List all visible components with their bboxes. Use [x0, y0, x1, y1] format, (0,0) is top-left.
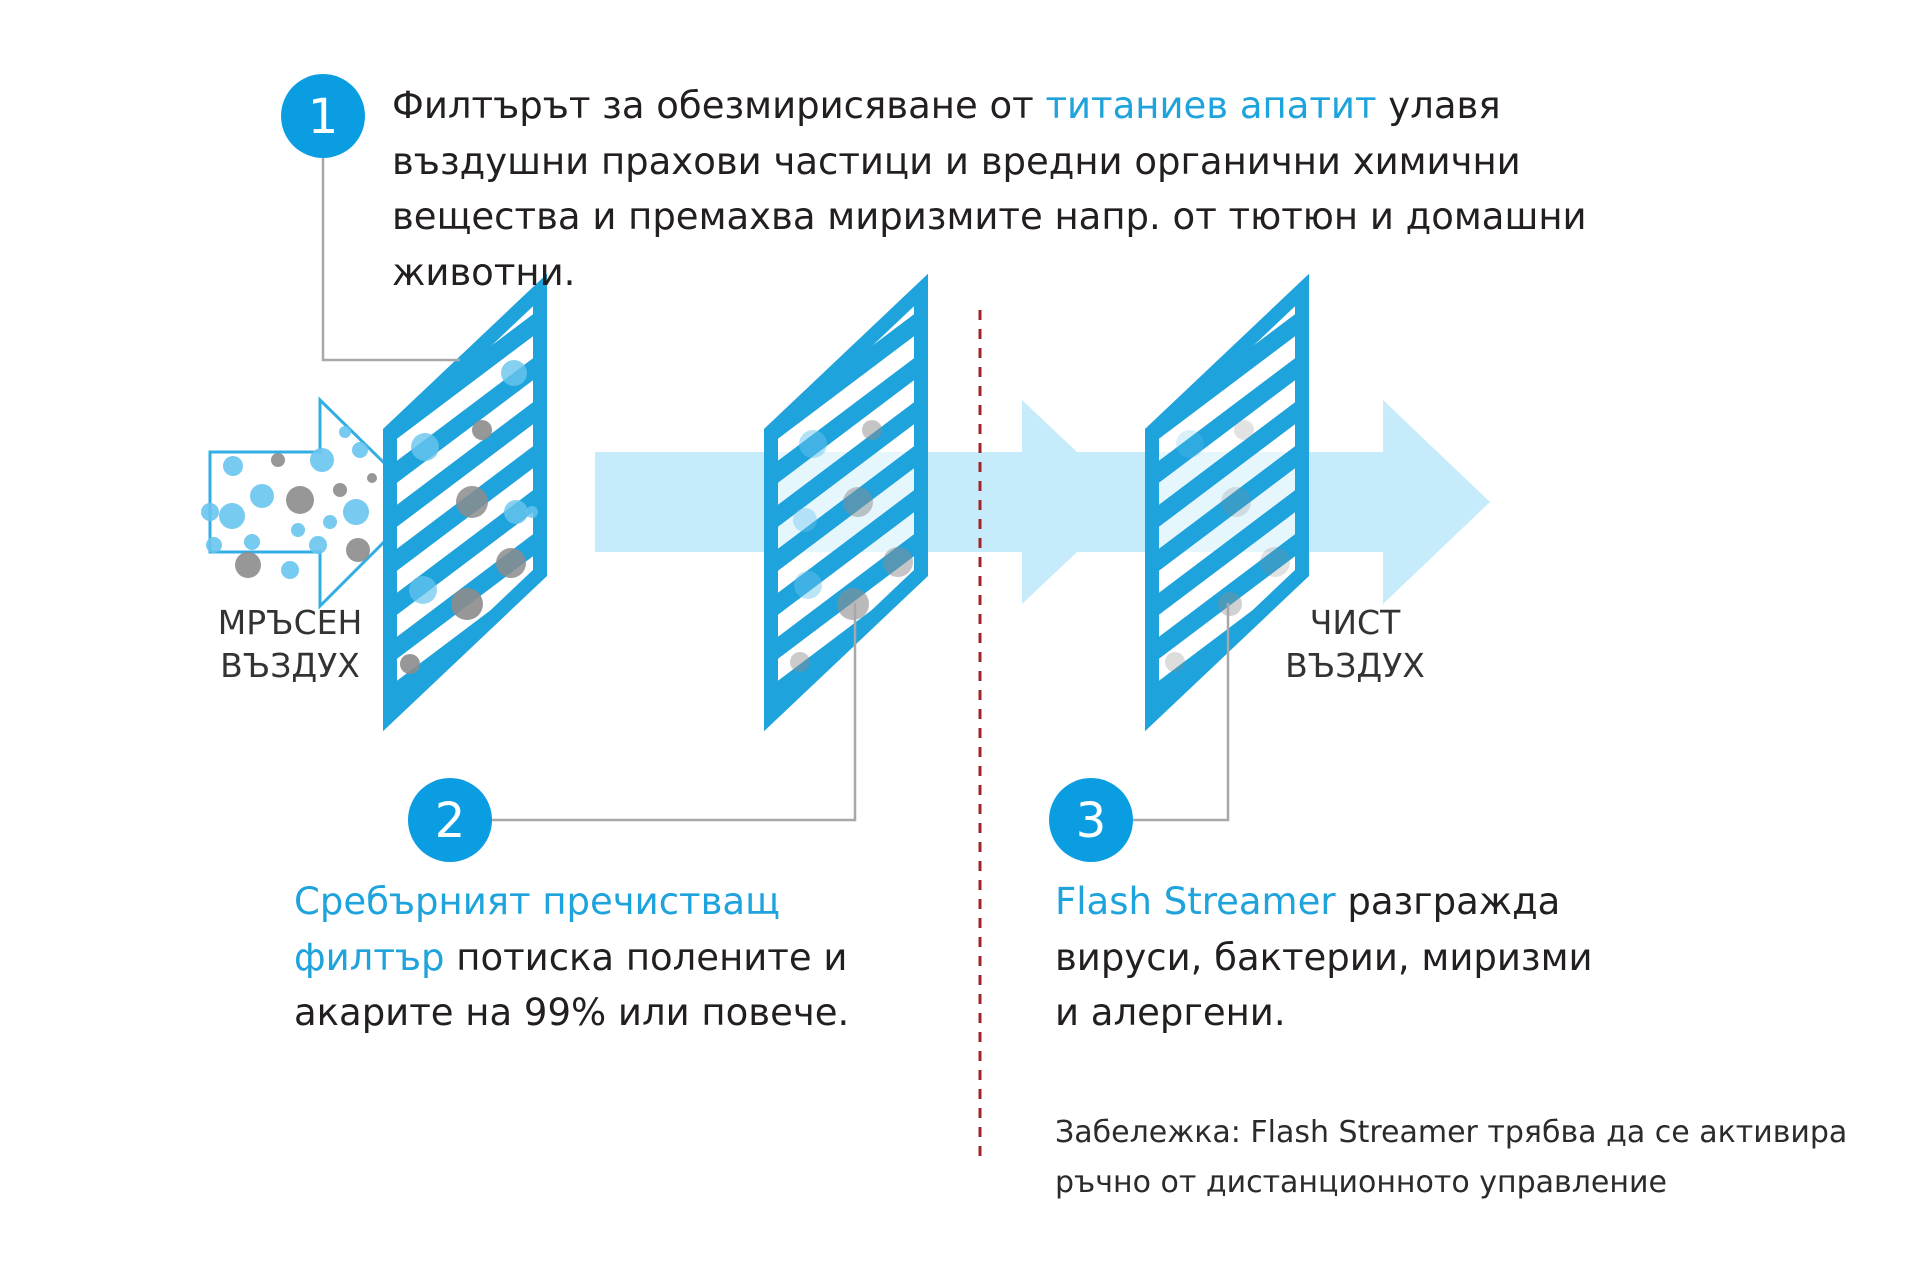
filter-particle [501, 360, 527, 386]
filter-particle [456, 486, 488, 518]
dirty-particle [244, 534, 260, 550]
dirty-particle [291, 523, 305, 537]
dirty-particle [281, 561, 299, 579]
step-2-highlight: Сребърният пречистващ филтър [294, 880, 780, 979]
filter-particle [496, 548, 526, 578]
filter-particle [843, 487, 873, 517]
filter-particle [472, 420, 492, 440]
dirty-particle [201, 503, 219, 521]
step-2-badge: 2 [408, 778, 492, 862]
filter-particle [862, 420, 882, 440]
step-1-text-after: улавя въздушни прахови частици и вредни … [392, 84, 1587, 294]
filter-particle [504, 500, 528, 524]
step-2-description: Сребърният пречистващ филтър потиска пол… [294, 874, 854, 1041]
dirty-particle [343, 499, 369, 525]
filter-particle [837, 588, 869, 620]
filter-particle [1260, 547, 1290, 577]
filter-particle [793, 508, 817, 532]
step-2-number: 2 [435, 793, 466, 849]
connector-3 [1130, 603, 1230, 822]
step-1-description: Филтърът за обезмирисяване от титаниев а… [392, 78, 1692, 300]
dirty-air-particles [201, 426, 377, 579]
filter-particle [526, 506, 538, 518]
filter-particles [400, 360, 1290, 674]
filter-particle [1221, 487, 1251, 517]
dirty-particle [219, 503, 245, 529]
filter-particle [1234, 420, 1254, 440]
filter-particle [799, 430, 827, 458]
step-1-number: 1 [308, 89, 339, 145]
dirty-particle [323, 515, 337, 529]
dirty-particle [271, 453, 285, 467]
air-flow-arrowhead-2 [1383, 400, 1490, 604]
dirty-particle [333, 483, 347, 497]
step-1-badge: 1 [281, 74, 365, 158]
dirty-particle [309, 536, 327, 554]
step-1-highlight: титаниев апатит [1045, 84, 1377, 127]
filter-particle [411, 433, 439, 461]
activation-note: Забележка: Flash Streamer трябва да се а… [1055, 1115, 1848, 1200]
filter-particle [1165, 652, 1185, 672]
step-3-highlight: Flash Streamer [1055, 880, 1336, 923]
dirty-particle [250, 484, 274, 508]
filter-particle [794, 571, 822, 599]
dirty-particle [206, 537, 222, 553]
filter-particle [883, 547, 913, 577]
dirty-air-arrow [208, 396, 427, 610]
connector-2 [490, 603, 857, 822]
filter-particle [1218, 592, 1242, 616]
step-3-text-after: разгражда вируси, бактерии, миризми и ал… [1055, 880, 1593, 1034]
dirty-air-label: МРЪСЕН ВЪЗДУХ [217, 603, 363, 685]
dirty-particle [352, 442, 368, 458]
step-2-text-after: потиска полените и акарите на 99% или по… [294, 935, 850, 1035]
filter-particle [451, 588, 483, 620]
flash-streamer-unit [1145, 273, 1309, 732]
step-1-text-before: Филтърът за обезмирисяване от [392, 84, 1046, 127]
dirty-particle [235, 552, 261, 578]
dirty-particle [367, 473, 377, 483]
filter-particle [1176, 430, 1204, 458]
dirty-particle [286, 486, 314, 514]
dirty-particle [346, 538, 370, 562]
filter-particle [400, 654, 420, 674]
filter-particle [409, 576, 437, 604]
dirty-particle [339, 426, 351, 438]
step-3-badge: 3 [1049, 778, 1133, 862]
dirty-particle [223, 456, 243, 476]
connector-1 [321, 150, 460, 362]
clean-air-label: ЧИСТ ВЪЗДУХ [1285, 603, 1425, 685]
dirty-particle [310, 448, 334, 472]
air-flow-arrowhead-1 [1022, 400, 1130, 604]
filter-particle [790, 652, 810, 672]
step-3-description: Flash Streamer разгражда вируси, бактери… [1055, 874, 1615, 1041]
step-3-number: 3 [1076, 793, 1107, 849]
